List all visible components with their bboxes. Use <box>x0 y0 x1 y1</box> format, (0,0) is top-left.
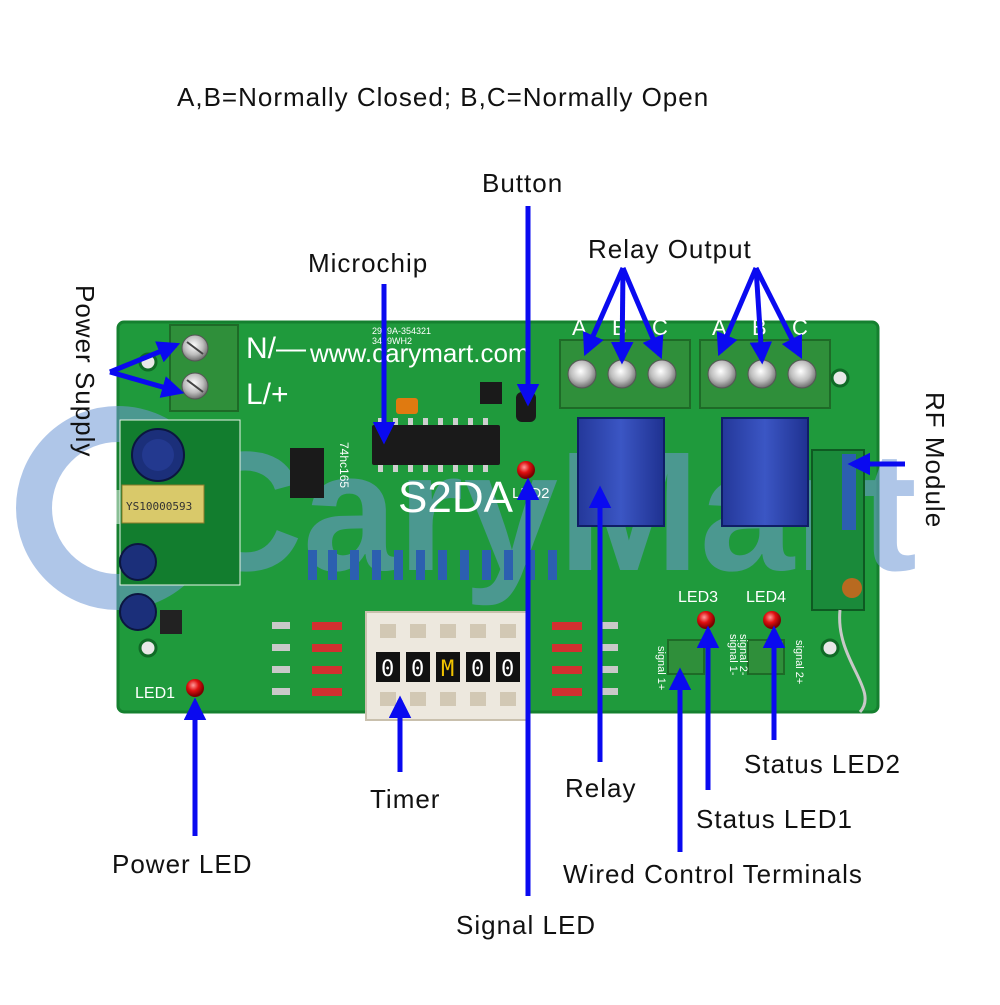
timer-digit-3: M <box>441 657 454 682</box>
label-rf-module: RF Module <box>920 392 950 529</box>
label-status-led2: Status LED2 <box>744 749 901 779</box>
wired-terminal-2 <box>747 639 785 675</box>
timer-digit-1: 0 <box>381 657 394 682</box>
label-status-led1: Status LED1 <box>696 804 853 834</box>
mount-hole <box>830 368 850 388</box>
led4-silk: LED4 <box>746 589 786 606</box>
rf-antenna <box>838 609 867 714</box>
resistor-array-left <box>272 622 342 696</box>
contact-c2: C <box>792 315 808 340</box>
timer-digit-bg <box>376 652 520 682</box>
resistor-array-right <box>552 622 618 696</box>
contact-note: A,B=Normally Closed; B,C=Normally Open <box>177 82 710 112</box>
power-terminal-block <box>169 324 239 412</box>
label-microchip: Microchip <box>308 248 429 278</box>
timer-digit-5: 0 <box>501 657 514 682</box>
label-power-supply: Power Supply <box>70 285 100 458</box>
capacitor-c3 <box>160 610 182 634</box>
terminal-l-label: L/+ <box>246 378 289 411</box>
led1-silk: LED1 <box>135 685 175 702</box>
wired-terminal-1 <box>667 639 705 675</box>
signal-led <box>517 461 535 479</box>
model-silk: S2DA <box>398 473 514 522</box>
transformer <box>121 484 205 524</box>
timer-digit-2: 0 <box>411 657 424 682</box>
signal-2plus-silk: signal 2+ <box>793 640 805 684</box>
ic-silk: 74hc165 <box>337 442 351 488</box>
signal-1plus-silk: signal 1+ <box>655 646 667 690</box>
timer-digit-4: 0 <box>471 657 484 682</box>
mount-hole <box>138 638 158 658</box>
part-code-2: 3499WH2 <box>372 336 412 346</box>
small-ic <box>480 382 502 404</box>
led3-silk: LED3 <box>678 589 718 606</box>
led2-silk: LED2 <box>512 485 550 502</box>
capacitor-c2 <box>119 593 157 631</box>
signal-2minus-silk: signal 2- <box>737 634 749 676</box>
chip-pins <box>378 418 488 472</box>
label-relay-output: Relay Output <box>588 234 752 264</box>
capacitor-small <box>119 543 157 581</box>
relay-screws <box>567 359 817 389</box>
power-led <box>186 679 204 697</box>
signal-1minus-silk: signal 1- <box>727 634 739 676</box>
label-wired-control: Wired Control Terminals <box>563 859 863 889</box>
label-timer: Timer <box>370 784 441 814</box>
terminal-n-label: N/— <box>246 332 306 365</box>
oscillator <box>396 398 418 414</box>
transformer-label: YS10000593 <box>126 500 192 513</box>
website-silk: www.carymart.com <box>309 338 530 368</box>
contact-c1: C <box>652 315 668 340</box>
status-led-2 <box>763 611 781 629</box>
relay-1 <box>577 417 665 527</box>
mount-hole <box>820 638 840 658</box>
label-relay: Relay <box>565 773 637 803</box>
part-code-1: 2959A-354321 <box>372 326 431 336</box>
callout-arrows <box>109 206 905 896</box>
label-button: Button <box>482 168 564 198</box>
label-signal-led: Signal LED <box>456 910 597 940</box>
contact-a1: A <box>572 315 587 340</box>
relay-2 <box>721 417 809 527</box>
status-led-1 <box>697 611 715 629</box>
microchip <box>372 425 500 465</box>
shift-register-ic <box>290 448 324 498</box>
label-power-led: Power LED <box>112 849 253 879</box>
